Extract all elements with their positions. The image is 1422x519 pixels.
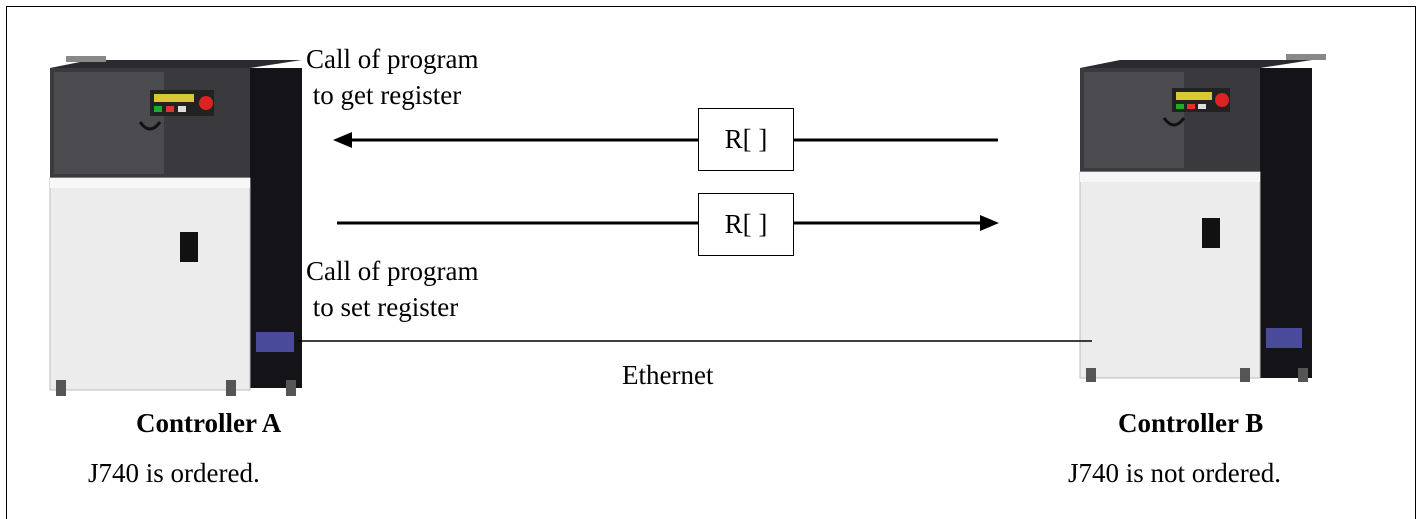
controller-a-name: Controller A [136, 408, 282, 438]
diagram-frame [6, 6, 1416, 519]
controller-b-image [1079, 54, 1326, 382]
get-register-label-line1: Call of program [306, 44, 479, 74]
register-box-get: R[ ] [698, 108, 794, 171]
set-register-label-line2: to set register [306, 292, 459, 322]
get-register-arrowhead [333, 132, 352, 148]
controller-b-note: J740 is not ordered. [1068, 458, 1281, 488]
controller-b-name: Controller B [1118, 408, 1264, 438]
set-register-arrowhead [980, 215, 999, 231]
set-register-label-line1: Call of program [306, 256, 479, 286]
ethernet-label: Ethernet [622, 360, 714, 390]
controller-a-note: J740 is ordered. [88, 458, 260, 488]
controller-a-image [49, 56, 302, 396]
get-register-label-line2: to get register [306, 80, 462, 110]
register-box-set: R[ ] [698, 193, 794, 256]
